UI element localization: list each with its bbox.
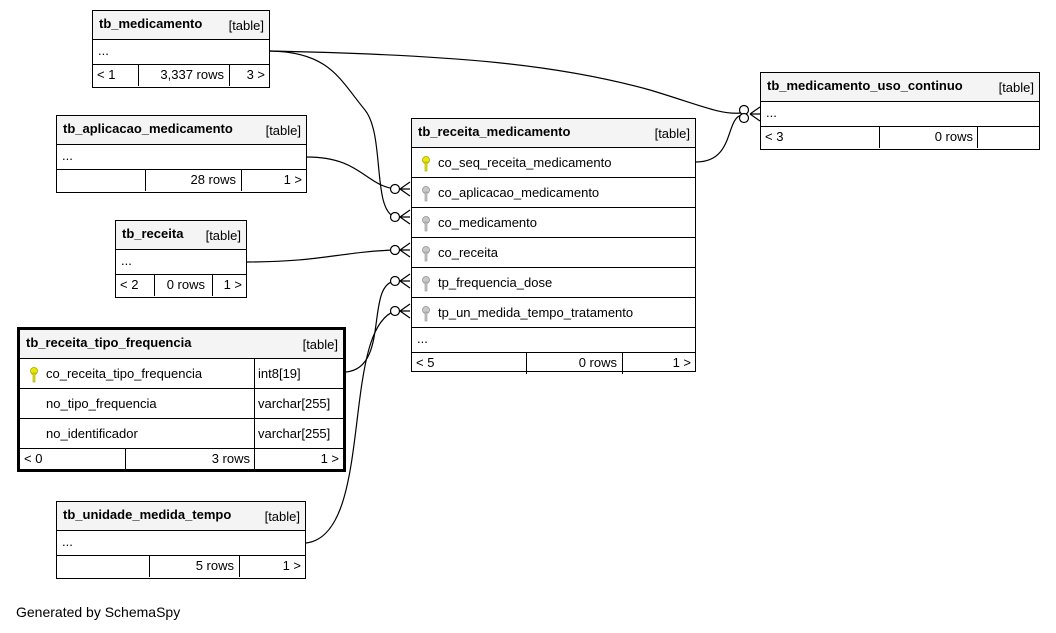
- table-footer: 5 rows 1 >: [57, 556, 305, 577]
- table-type-label: [table]: [228, 18, 264, 33]
- row-count: 3,337 rows: [160, 67, 224, 82]
- table-tb-aplicacao-medicamento[interactable]: tb_aplicacao_medicamento [table] ... 28 …: [56, 115, 307, 193]
- children-count: 3 >: [246, 67, 265, 82]
- table-footer: < 1 3,337 rows 3 >: [93, 65, 269, 86]
- column-name: tp_frequencia_dose: [438, 275, 553, 290]
- column-name: co_seq_receita_medicamento: [438, 155, 612, 170]
- parents-count: < 5: [416, 355, 435, 370]
- table-footer: < 5 0 rows 1 >: [412, 353, 695, 374]
- column-name: co_aplicacao_medicamento: [438, 185, 600, 200]
- column-name: tp_un_medida_tempo_tratamento: [438, 305, 634, 320]
- foreign-key-icon: [422, 216, 430, 232]
- edge-receita-to-receita-medicamento: [246, 249, 396, 263]
- column-name: co_medicamento: [438, 215, 537, 230]
- edge-medicamento-to-receita-medicamento: [269, 50, 396, 218]
- table-tb-receita-tipo-frequencia[interactable]: tb_receita_tipo_frequencia [table] co_re…: [17, 327, 346, 472]
- table-footer: < 3 0 rows: [761, 127, 1039, 148]
- more-columns: ...: [93, 40, 269, 65]
- table-header: tb_receita_tipo_frequencia [table]: [20, 330, 343, 359]
- table-header: tb_medicamento [table]: [93, 11, 269, 40]
- edge-medicamento-to-uso-continuo: [269, 50, 743, 114]
- table-name: tb_receita_medicamento: [418, 124, 571, 139]
- table-type-label: [table]: [264, 509, 300, 524]
- table-header: tb_aplicacao_medicamento [table]: [57, 116, 306, 145]
- table-name: tb_medicamento_uso_continuo: [767, 78, 963, 93]
- column-row: co_seq_receita_medicamento: [412, 148, 695, 178]
- table-name: tb_unidade_medida_tempo: [63, 507, 232, 522]
- table-header: tb_medicamento_uso_continuo [table]: [761, 73, 1039, 102]
- row-count: 28 rows: [190, 172, 236, 187]
- table-footer: < 0 3 rows 1 >: [20, 449, 343, 470]
- row-count: 3 rows: [211, 451, 250, 466]
- more-columns: ...: [116, 250, 246, 275]
- edge-aplicacao-to-receita-medicamento: [306, 156, 396, 190]
- table-name: tb_receita: [122, 226, 184, 241]
- table-type-label: [table]: [265, 123, 301, 138]
- column-row: tp_un_medida_tempo_tratamento: [412, 298, 695, 328]
- foreign-key-icon: [422, 306, 430, 322]
- column-name: no_identificador: [46, 426, 138, 441]
- column-row: co_aplicacao_medicamento: [412, 178, 695, 208]
- edge-tipo-frequencia-to-receita-medicamento: [345, 280, 396, 373]
- row-count: 0 rows: [578, 355, 617, 370]
- column-type: varchar[255]: [258, 396, 331, 411]
- parents-count: < 1: [97, 67, 116, 82]
- more-columns: ...: [57, 531, 305, 556]
- table-type-label: [table]: [654, 126, 690, 141]
- table-tb-receita-medicamento[interactable]: tb_receita_medicamento [table] co_seq_re…: [411, 118, 696, 374]
- table-type-label: [table]: [302, 337, 338, 352]
- more-columns: ...: [57, 145, 306, 170]
- column-type: varchar[255]: [258, 426, 331, 441]
- column-row: no_tipo_frequencia varchar[255]: [20, 389, 343, 419]
- generator-credit: Generated by SchemaSpy: [16, 604, 181, 620]
- column-row: no_identificador varchar[255]: [20, 419, 343, 449]
- table-name: tb_aplicacao_medicamento: [63, 121, 233, 136]
- parents-count: < 0: [24, 451, 43, 466]
- edge-receita-medicamento-to-uso-continuo: [695, 114, 743, 163]
- table-tb-medicamento[interactable]: tb_medicamento [table] ... < 1 3,337 row…: [92, 10, 270, 88]
- column-row: co_medicamento: [412, 208, 695, 238]
- row-count: 0 rows: [166, 277, 205, 292]
- foreign-key-icon: [422, 246, 430, 262]
- children-count: 1 >: [282, 558, 301, 573]
- primary-key-icon: [30, 367, 38, 383]
- row-count: 0 rows: [934, 129, 973, 144]
- children-count: 1 >: [223, 277, 242, 292]
- table-header: tb_unidade_medida_tempo [table]: [57, 502, 305, 531]
- table-tb-unidade-medida-tempo[interactable]: tb_unidade_medida_tempo [table] ... 5 ro…: [56, 501, 306, 579]
- primary-key-icon: [422, 156, 430, 172]
- more-columns: ...: [412, 328, 695, 353]
- table-header: tb_receita_medicamento [table]: [412, 119, 695, 148]
- children-count: 1 >: [672, 355, 691, 370]
- table-footer: 28 rows 1 >: [57, 170, 306, 191]
- table-tb-receita[interactable]: tb_receita [table] ... < 2 0 rows 1 >: [115, 220, 247, 298]
- table-header: tb_receita [table]: [116, 221, 246, 250]
- foreign-key-icon: [422, 186, 430, 202]
- column-name: no_tipo_frequencia: [46, 396, 157, 411]
- column-name: co_receita_tipo_frequencia: [46, 366, 203, 381]
- column-row: co_receita_tipo_frequencia int8[19]: [20, 359, 343, 389]
- column-row: co_receita: [412, 238, 695, 268]
- parents-count: < 3: [765, 129, 784, 144]
- children-count: 1 >: [320, 451, 339, 466]
- column-row: tp_frequencia_dose: [412, 268, 695, 298]
- table-footer: < 2 0 rows 1 >: [116, 275, 246, 296]
- table-name: tb_receita_tipo_frequencia: [26, 335, 192, 350]
- column-type: int8[19]: [258, 366, 301, 381]
- row-count: 5 rows: [195, 558, 234, 573]
- table-tb-medicamento-uso-continuo[interactable]: tb_medicamento_uso_continuo [table] ... …: [760, 72, 1040, 150]
- table-name: tb_medicamento: [99, 16, 203, 31]
- table-type-label: [table]: [205, 228, 241, 243]
- column-name: co_receita: [438, 245, 498, 260]
- more-columns: ...: [761, 102, 1039, 127]
- parents-count: < 2: [120, 277, 139, 292]
- edge-unidade-tempo-to-receita-medicamento: [305, 310, 396, 544]
- foreign-key-icon: [422, 276, 430, 292]
- table-type-label: [table]: [998, 80, 1034, 95]
- children-count: 1 >: [283, 172, 302, 187]
